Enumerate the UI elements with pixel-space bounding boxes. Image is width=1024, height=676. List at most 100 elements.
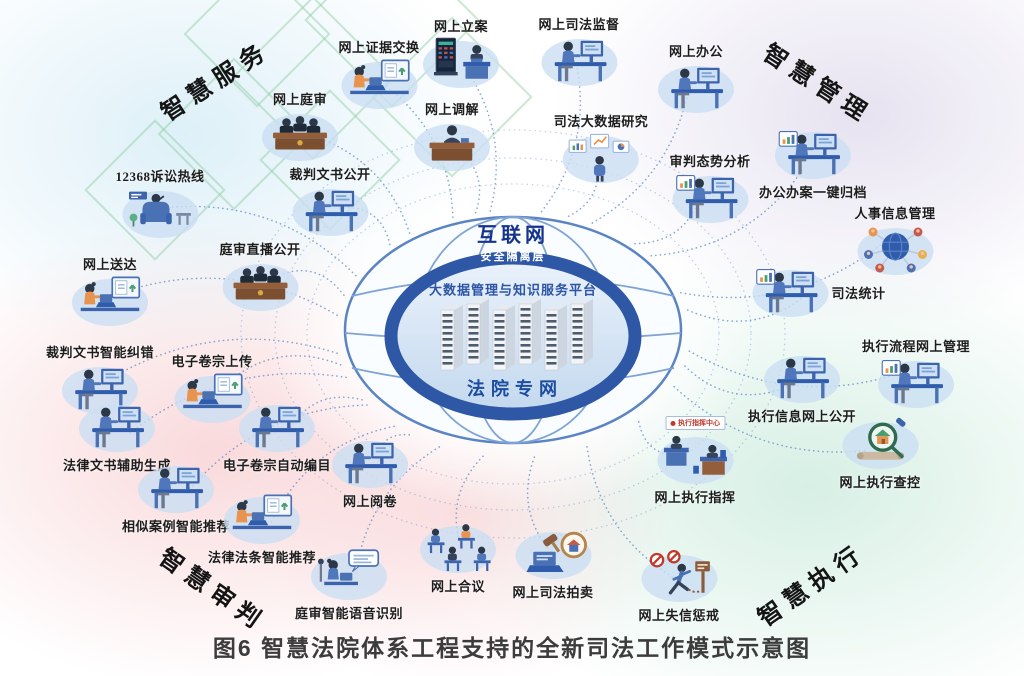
node-label-susong-rexian: 12368诉讼热线 (115, 169, 205, 184)
node-label-sifa-paimai: 网上司法拍卖 (512, 585, 594, 600)
connector-line-susong-rexian (170, 205, 357, 277)
desk-icon (137, 461, 214, 515)
connector-line-tingshen-zhibo (270, 269, 345, 296)
desk-icon (332, 436, 408, 490)
run-icon (640, 550, 717, 604)
kiosk-icon (423, 36, 499, 90)
connector-line-zhineng-jiucuo (111, 338, 338, 379)
network-icon (856, 223, 933, 277)
node-label-juanzong-shangchuan: 电子卷宗上传 (171, 354, 253, 369)
node-dashuju-yanjiu: 司法大数据研究 (554, 111, 649, 185)
node-wangshang-songda: 网上送达 (72, 254, 148, 328)
gavel-icon (514, 527, 591, 581)
laptop-icon (223, 492, 300, 546)
courtroom-icon (262, 109, 338, 163)
connector-line-wangshang-tiaojie (454, 146, 481, 214)
node-liucheng-guanli: 执行流程网上管理 (862, 336, 970, 410)
node-label-liucheng-guanli: 执行流程网上管理 (861, 339, 971, 354)
node-sifa-paimai: 网上司法拍卖 (512, 527, 593, 601)
node-label-zidong-bianmu: 电子卷宗自动编目 (222, 458, 332, 473)
figure-caption: 图6 智慧法院体系工程支持的全新司法工作模式示意图 (212, 635, 812, 661)
courtroom-icon (221, 259, 298, 313)
node-label-wangshang-tiaojie: 网上调解 (424, 102, 479, 117)
node-label-dashuju-yanjiu: 司法大数据研究 (553, 114, 649, 129)
court-network-label: 法院专网 (467, 379, 563, 399)
node-fatiao-tuijian: 法律法条智能推荐 (208, 492, 316, 566)
node-susong-rexian: 12368诉讼热线 (115, 166, 204, 240)
node-label-wangshang-tingshen: 网上庭审 (272, 92, 327, 107)
node-sifa-jiandu: 网上司法监督 (538, 14, 619, 88)
orbit-ring (274, 157, 752, 511)
laptop-icon (72, 274, 148, 328)
platform-label: 大数据管理与知识服务平台 (428, 282, 598, 298)
node-wangshang-heyi: 网上合议 (420, 521, 496, 595)
node-zhixing-zhihui: 执行指挥中心网上执行指挥 (654, 416, 735, 506)
node-label-renshi-guanli: 人事信息管理 (854, 206, 936, 221)
node-renshi-guanli: 人事信息管理 (854, 203, 935, 277)
node-wangshang-tingshen: 网上庭审 (262, 89, 338, 163)
node-label-zhengju-jiaohuan: 网上证据交换 (338, 40, 420, 55)
node-label-zhineng-jiucuo: 裁判文书智能纠错 (45, 345, 155, 360)
desk-icon (78, 400, 155, 454)
connector-line-yuyin-shibie (354, 446, 441, 576)
node-sifa-tongji: 司法统计 (752, 265, 885, 319)
node-yuyin-shibie: 庭审智能语音识别 (295, 548, 403, 622)
node-label-zhixing-chakong: 网上执行查控 (839, 475, 921, 490)
node-zidong-bianmu: 电子卷宗自动编目 (223, 400, 331, 474)
desk-icon (540, 34, 617, 88)
judge-icon (414, 119, 490, 173)
node-label-wangshang-bangong: 网上办公 (668, 44, 723, 59)
node-juanzong-shangchuan: 电子卷宗上传 (171, 351, 252, 425)
connector-line-yijian-guidang (650, 169, 804, 257)
node-label-yijian-guidang: 办公办案一键归档 (758, 185, 868, 200)
node-caipan-gongkai: 裁判文书公开 (289, 164, 370, 238)
desk-icon (238, 400, 315, 454)
node-wangshang-tiaojie: 网上调解 (414, 99, 490, 173)
orbit-ring (306, 183, 720, 485)
node-label-shixin-chengjie: 网上失信惩戒 (638, 608, 720, 623)
mic-icon (310, 548, 387, 602)
node-label-taishi-fenxi: 审判态势分析 (669, 154, 751, 169)
node-label-yuyin-shibie: 庭审智能语音识别 (294, 606, 404, 621)
node-wangshang-bangong: 网上办公 (658, 41, 734, 115)
orbit-ring (240, 129, 786, 539)
chartdesk-icon (774, 127, 851, 181)
connector-line-zhengju-jiaohuan (383, 83, 454, 219)
chartdesk-icon (877, 356, 954, 410)
command-icon (656, 432, 733, 486)
chartdesk-icon (752, 265, 829, 319)
chartdesk-icon (671, 171, 748, 225)
node-label-zhixing-zhihui: 网上执行指挥 (654, 490, 736, 505)
internet-label: 互联网 (477, 224, 549, 247)
connector-line-sifa-tongji (686, 292, 809, 322)
node-label-sifa-jiandu: 网上司法监督 (538, 17, 620, 32)
node-label-wangshang-heyi: 网上合议 (430, 579, 485, 594)
node-shixin-chengjie: 网上失信惩戒 (638, 550, 719, 624)
desk-icon (291, 184, 368, 238)
command-center-sign: 执行指挥中心 (664, 416, 725, 430)
node-label-xiangsi-tuijian: 相似案例智能推荐 (121, 519, 231, 534)
desk-icon (658, 61, 734, 115)
node-zhixing-chakong: 网上执行查控 (839, 417, 920, 491)
node-taishi-fenxi: 审判态势分析 (669, 151, 750, 225)
node-label-tingshen-zhibo: 庭审直播公开 (219, 242, 301, 257)
laptop-icon (340, 57, 417, 111)
node-label-xinxi-gongkai: 执行信息网上公开 (747, 409, 857, 424)
connector-line-sifa-paimai (526, 456, 552, 553)
node-label-wangshang-lian: 网上立案 (433, 19, 488, 34)
connector-line-zhixing-zhihui (638, 421, 686, 456)
laptop-icon (173, 371, 250, 425)
node-label-fatiao-tuijian: 法律法条智能推荐 (207, 550, 317, 565)
node-label-caipan-gongkai: 裁判文书公开 (289, 167, 371, 182)
node-zhengju-jiaohuan: 网上证据交换 (338, 37, 419, 111)
node-label-wangshang-yuejuan: 网上阅卷 (342, 494, 397, 509)
node-label-wangshang-songda: 网上送达 (82, 257, 137, 272)
sofa-icon (121, 186, 198, 240)
connector-line-shixin-chengjie (586, 446, 674, 578)
meeting-icon (420, 521, 496, 575)
isolation-layer-label: 安全隔离层 (480, 251, 546, 263)
magnifier-icon (841, 417, 918, 471)
node-tingshen-zhibo: 庭审直播公开 (219, 239, 300, 313)
